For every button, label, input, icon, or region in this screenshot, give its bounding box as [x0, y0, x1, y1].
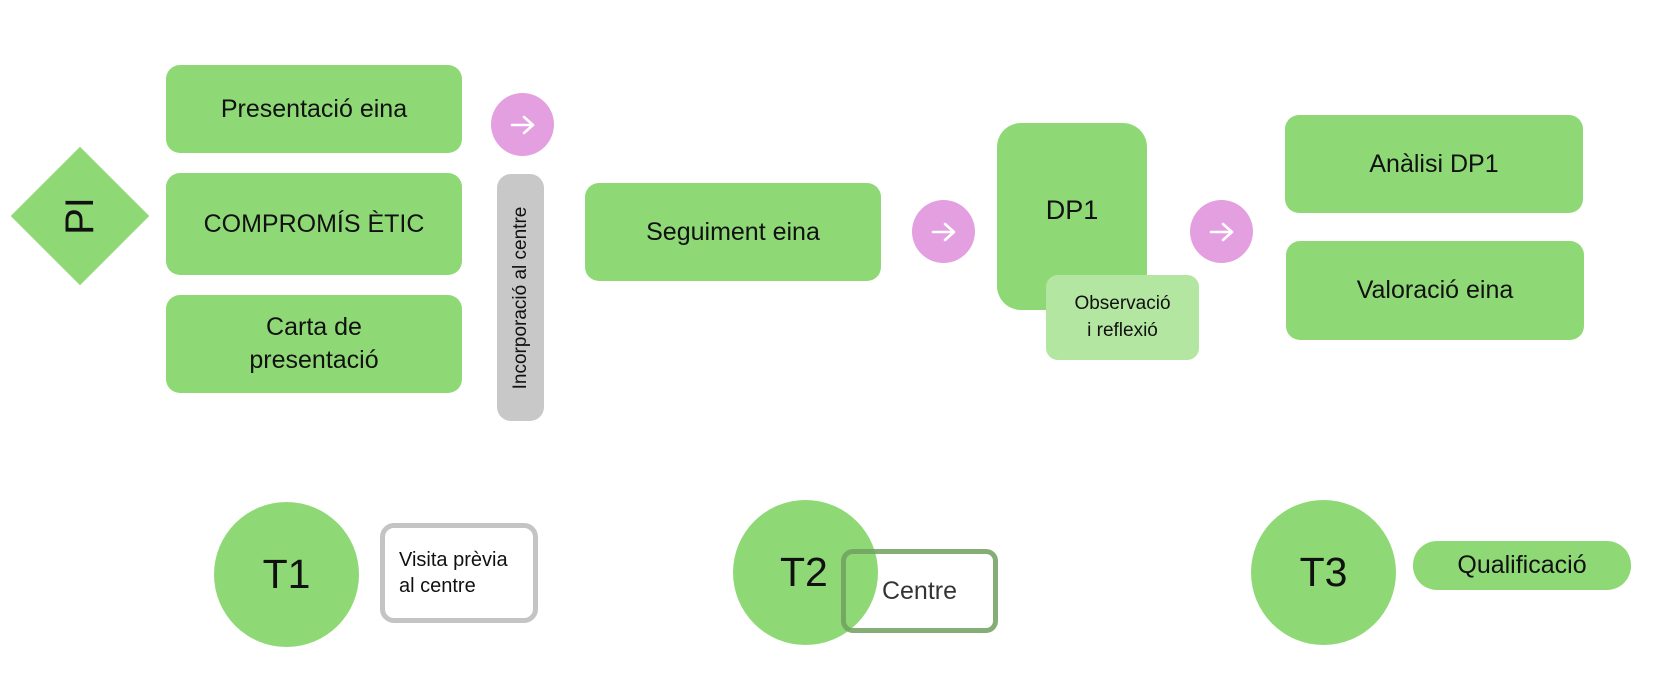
dp1-label: DP1	[1045, 195, 1099, 225]
arrow-right-icon-glyph	[510, 115, 534, 134]
observacio-line1: Observació	[1074, 292, 1171, 314]
t2-circle: T2	[733, 500, 878, 645]
observacio-box: Observació i reflexió	[1046, 275, 1199, 360]
t1-note-line2: al centre	[399, 575, 476, 597]
t1-circle: T1	[214, 502, 359, 647]
observacio-line2: i reflexió	[1087, 319, 1158, 341]
t1-label: T1	[262, 551, 311, 597]
presentacio-eina-box: Presentació eina	[166, 65, 462, 153]
arrow-right-icon-glyph	[931, 222, 955, 241]
t2-label: T2	[780, 549, 828, 595]
t3-note-label: Qualificació	[1457, 551, 1587, 579]
compromis-etic-box: COMPROMÍS ÈTIC	[166, 173, 462, 275]
t3-label: T3	[1299, 549, 1348, 595]
arrow-right-icon	[912, 200, 975, 263]
arrow-right-icon	[491, 93, 554, 156]
incorporacio-pill: Incorporació al centre	[497, 174, 544, 421]
compromis-etic-label: COMPROMÍS ÈTIC	[203, 209, 425, 238]
seguiment-eina-label: Seguiment eina	[646, 217, 820, 246]
seguiment-eina-box: Seguiment eina	[585, 183, 881, 281]
t1-note-box: Visita prèvia al centre	[380, 523, 538, 623]
t3-note-pill: Qualificació	[1413, 541, 1631, 590]
analisi-dp1-label: Anàlisi DP1	[1369, 149, 1499, 178]
analisi-dp1-box: Anàlisi DP1	[1285, 115, 1583, 213]
valoracio-eina-box: Valoració eina	[1286, 241, 1584, 340]
t3-circle: T3	[1251, 500, 1396, 645]
arrow-right-icon-glyph	[1209, 222, 1233, 241]
t2-note-box: Centre	[841, 549, 998, 633]
carta-presentacio-line1: Carta de	[266, 313, 362, 341]
presentacio-eina-label: Presentació eina	[220, 94, 408, 123]
valoracio-eina-label: Valoració eina	[1356, 276, 1514, 304]
arrow-right-icon	[1190, 200, 1253, 263]
t2-note-label: Centre	[881, 576, 958, 605]
carta-presentacio-box: Carta de presentació	[166, 295, 462, 393]
incorporacio-label: Incorporació al centre	[509, 206, 531, 389]
pi-label: PI	[57, 197, 102, 235]
carta-presentacio-line2: presentació	[249, 346, 379, 374]
t1-note-line1: Visita prèvia	[399, 549, 508, 571]
